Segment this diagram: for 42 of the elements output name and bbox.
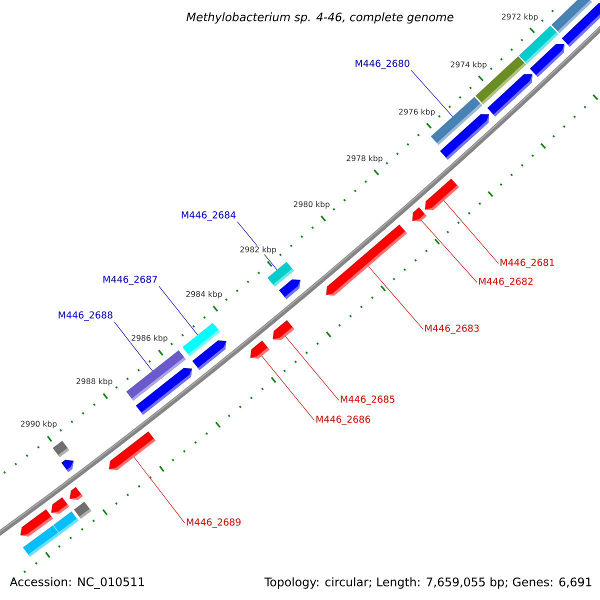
leader-line [410, 70, 453, 117]
gene-block [562, 3, 600, 47]
gene-label: M446_2684 [182, 211, 236, 221]
gene-block [70, 486, 83, 500]
gene-label: M446_2686 [316, 416, 370, 425]
footer-note: Topology: circular; Length: 7,659,055 bp; Genes: 6,691 [264, 577, 592, 589]
gene-block [51, 497, 70, 514]
gene-label: M446_2688 [58, 311, 112, 321]
gene-label: M446_2687 [103, 276, 157, 285]
gene-block [326, 224, 407, 296]
gene-block [487, 74, 532, 116]
footer-note: Accession: NC_010511 [10, 577, 144, 589]
gene-block [425, 178, 459, 210]
leader-line [134, 456, 186, 524]
gene-bar [22, 525, 60, 557]
gene-bar [74, 502, 92, 519]
leader-line [285, 336, 340, 400]
leader-line [261, 356, 315, 421]
leader-line [114, 322, 153, 372]
leader-line [368, 266, 424, 330]
gene-label: M446_2681 [500, 258, 554, 268]
gene-label: M446_2682 [479, 278, 532, 288]
gene-block [279, 279, 300, 300]
gene-label: M446_2680 [356, 60, 410, 70]
title: Methylobacterium sp. 4-46, complete genome [186, 12, 454, 24]
gene-block [192, 340, 226, 370]
gene-block [530, 44, 564, 78]
gene-block [440, 114, 490, 160]
gene-bar [53, 511, 78, 534]
gene-block [250, 340, 270, 358]
gene-block [136, 368, 192, 415]
leader-line [444, 200, 499, 264]
gene-label: M446_2685 [340, 396, 394, 405]
leader-line [158, 286, 198, 336]
gene-label: M446_2689 [186, 518, 241, 528]
gene-bar [52, 440, 70, 458]
gene-block [272, 320, 294, 340]
gene-block [412, 207, 427, 222]
gene-label: M446_2683 [425, 324, 479, 334]
gene-block [108, 431, 156, 470]
leader-line [421, 220, 478, 283]
gene-block [61, 460, 74, 472]
